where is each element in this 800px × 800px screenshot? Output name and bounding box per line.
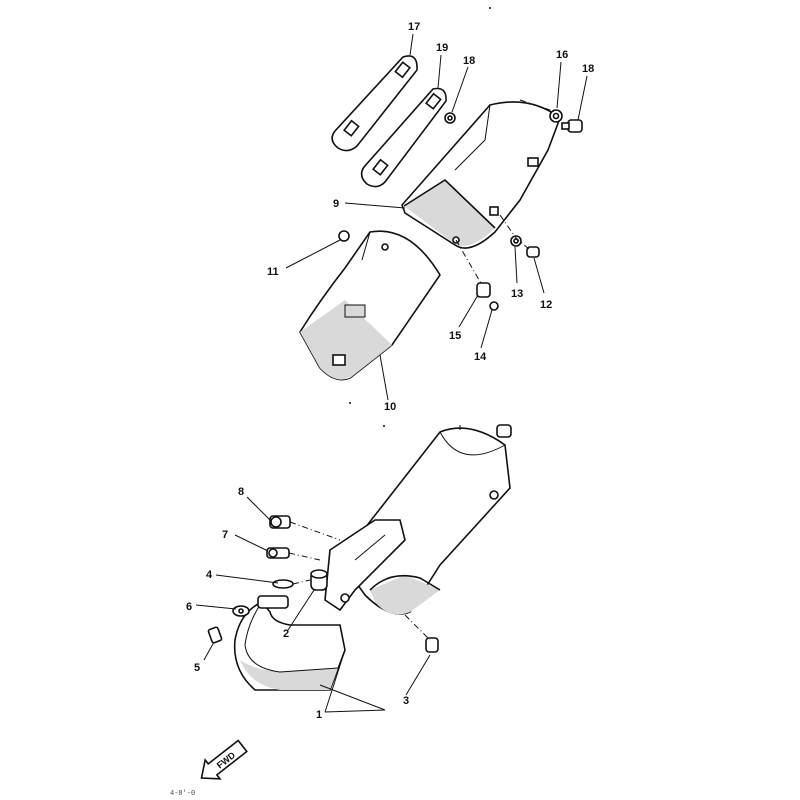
callout-16: 16: [556, 49, 568, 61]
part-1-muffler: [233, 424, 512, 691]
part-9-cover: [401, 101, 561, 249]
callout-2: 2: [283, 628, 289, 640]
part-5-bolt: [207, 626, 223, 644]
part-3-screw: [425, 637, 439, 653]
part-18b-screw: [561, 119, 583, 133]
callout-8: 8: [238, 486, 244, 498]
part-10-cover: [299, 230, 441, 381]
callout-11: 11: [267, 266, 279, 278]
callout-5: 5: [194, 662, 200, 674]
fwd-arrow-icon: FWD: [200, 739, 248, 780]
callout-6: 6: [186, 601, 192, 613]
assembly-line: [404, 614, 431, 641]
assembly-line: [288, 552, 321, 561]
part-11-nut: [338, 230, 350, 242]
part-18a-washer: [444, 112, 456, 124]
assembly-line: [292, 579, 311, 585]
part-2-damper: [310, 569, 328, 591]
callout-19: 19: [436, 42, 448, 54]
callout-12: 12: [540, 299, 552, 311]
leader-lines: [195, 33, 588, 713]
part-4-gasket: [272, 579, 294, 589]
callout-3: 3: [403, 695, 409, 707]
callout-15: 15: [449, 330, 461, 342]
part-8-bolt: [269, 515, 291, 529]
assembly-line: [519, 99, 557, 113]
part-19-plate: [360, 87, 447, 188]
speck: [489, 7, 491, 9]
part-7-bolt: [266, 547, 290, 559]
assembly-line: [289, 521, 341, 541]
part-12-bolt: [526, 246, 540, 258]
part-16-washer: [549, 109, 563, 123]
callout-9: 9: [333, 198, 339, 210]
callout-13: 13: [511, 288, 523, 300]
assembly-line: [455, 239, 483, 286]
callout-10: 10: [384, 401, 396, 413]
callout-18-left: 18: [463, 55, 475, 67]
callout-1: 1: [316, 709, 322, 721]
part-13-washer: [510, 235, 522, 247]
part-17-plate: [331, 55, 418, 152]
part-6-nut: [232, 605, 250, 617]
assembly-line: [499, 214, 531, 251]
part-14-washer: [489, 301, 499, 311]
callout-4: 4: [206, 569, 213, 581]
part-15-bolt: [476, 282, 491, 298]
speck: [383, 425, 385, 427]
callout-14: 14: [474, 351, 487, 363]
speck: [349, 402, 351, 404]
footer-code: 4-8'-0: [170, 790, 195, 798]
callout-17: 17: [408, 21, 420, 33]
callout-7: 7: [222, 529, 228, 541]
callout-18-right: 18: [582, 63, 594, 75]
